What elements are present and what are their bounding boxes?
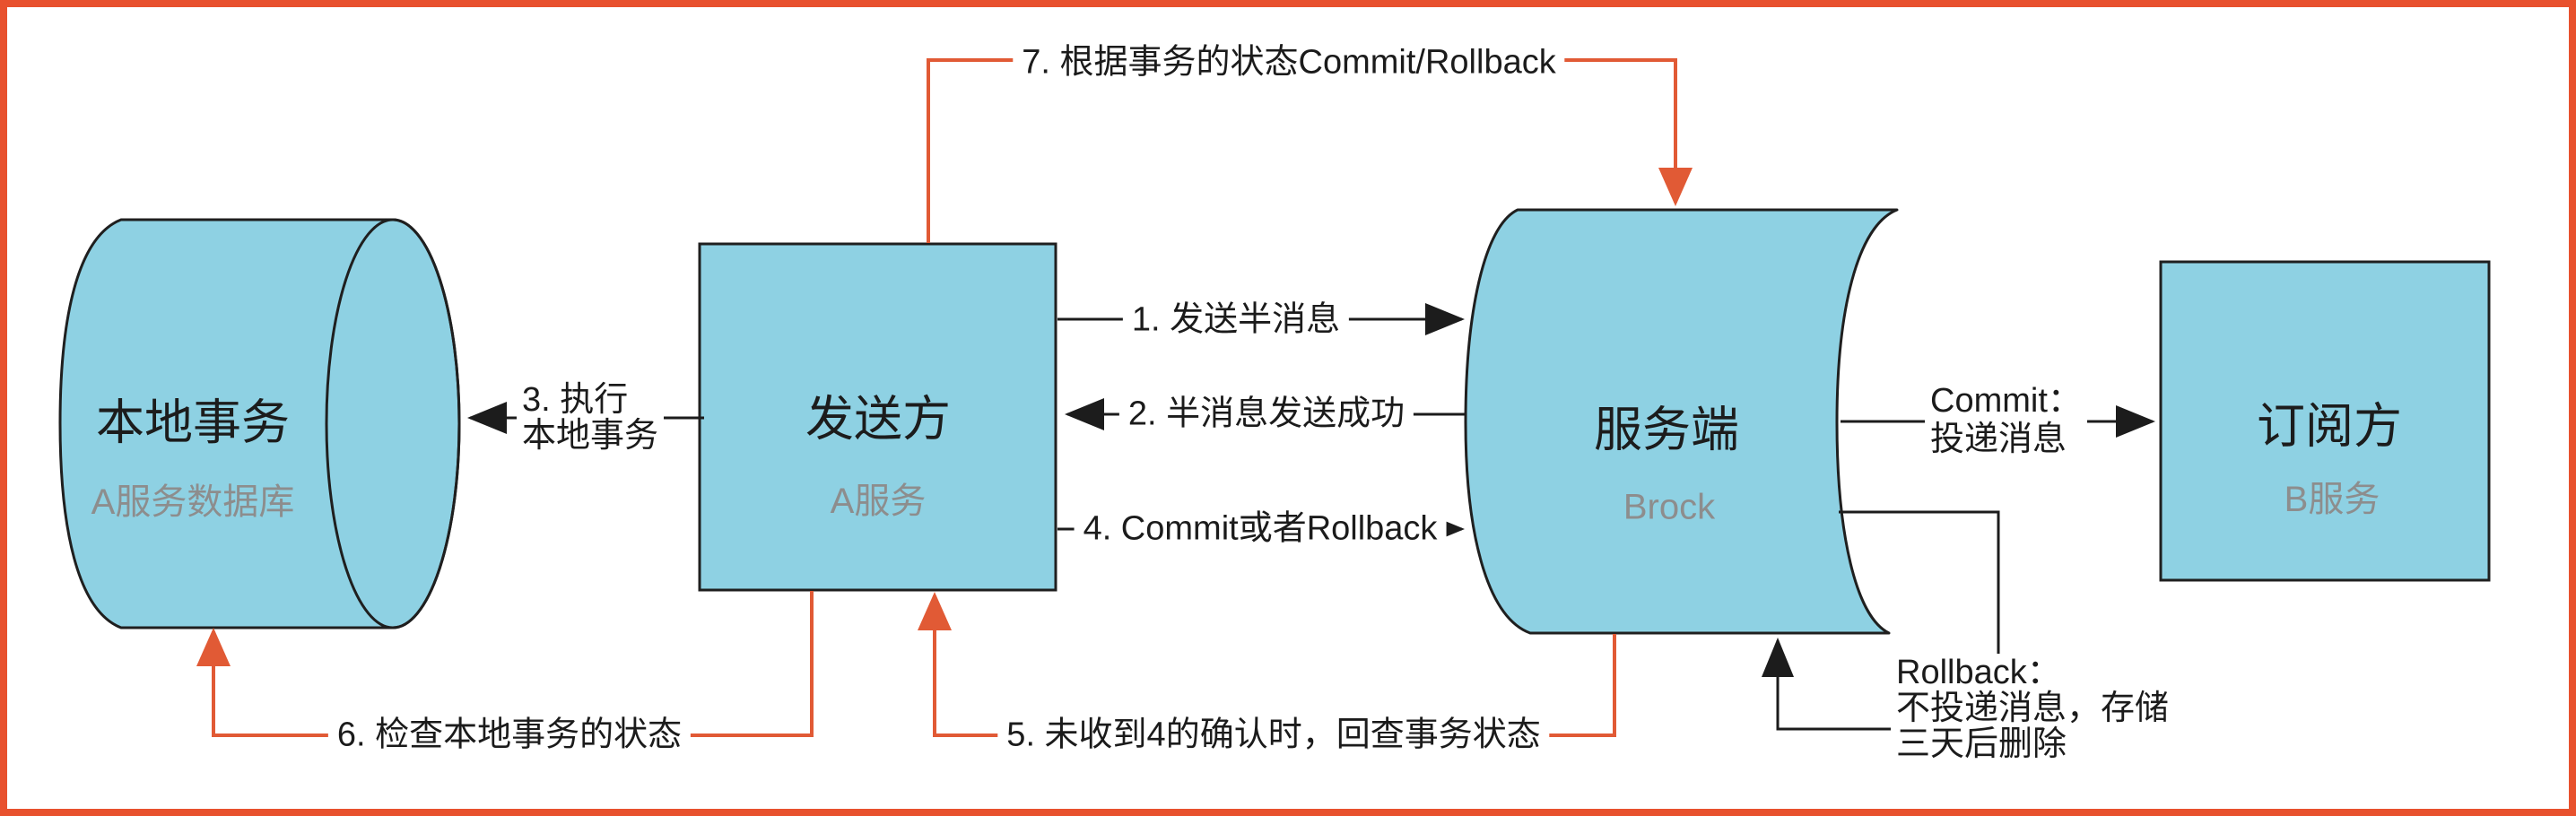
server-title: 服务端	[1594, 403, 1739, 457]
local-db-subtitle: A服务数据库	[91, 482, 295, 522]
edge-3-label-line2: 本地事务	[522, 417, 659, 455]
edge-rollback-label-line2: 不投递消息，存储	[1896, 690, 2170, 727]
edge-4-label: 4. Commit或者Rollback	[1074, 508, 1447, 551]
edge-2-label: 2. 半消息发送成功	[1118, 393, 1414, 436]
edge-rollback-label-line1: Rollback：	[1896, 654, 2061, 691]
subscriber-box	[2159, 260, 2491, 582]
local-db-title: 本地事务	[96, 395, 290, 450]
sender-subtitle: A服务	[830, 482, 927, 521]
edge-3-label-line1: 3. 执行	[522, 381, 629, 419]
subscriber-title: 订阅方	[2257, 399, 2402, 454]
sender-title: 发送方	[805, 392, 951, 447]
edge-1-label: 1. 发送半消息	[1122, 299, 1350, 342]
server-shape	[1464, 208, 1899, 635]
edge-rollback-out	[1839, 510, 2000, 654]
edge-5-label: 5. 未收到4的确认时，回查事务状态	[997, 714, 1550, 757]
local-db-cylinder-face	[325, 218, 461, 629]
edge-commit-label-line2: 投递消息	[1930, 421, 2067, 458]
server-subtitle: Brock	[1623, 487, 1716, 527]
sender-box	[698, 242, 1057, 592]
edge-3-label: 3. 执行 本地事务	[517, 381, 665, 455]
edge-commit-label-line1: Commit：	[1930, 382, 2082, 420]
edge-rollback-return	[1762, 638, 1894, 731]
edge-rollback-label: Rollback： 不投递消息，存储 三天后删除	[1891, 654, 2175, 763]
edge-6-label: 6. 检查本地事务的状态	[327, 714, 692, 757]
edge-rollback-label-line3: 三天后删除	[1896, 725, 2067, 763]
edge-7-label: 7. 根据事务的状态Commit/Rollback	[1013, 41, 1565, 84]
edge-commit-label: Commit： 投递消息	[1925, 382, 2087, 459]
subscriber-subtitle: B服务	[2284, 480, 2380, 519]
